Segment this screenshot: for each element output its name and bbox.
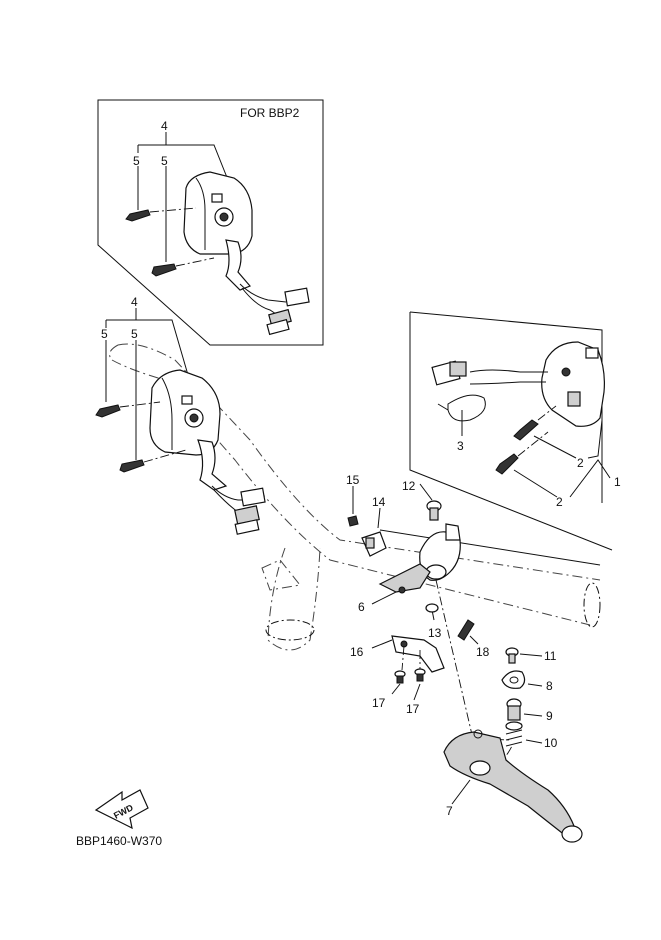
callout-10: 10 bbox=[544, 736, 558, 750]
adjuster-9 bbox=[506, 698, 522, 721]
wire-harness-inset bbox=[239, 283, 310, 336]
callout-2-upper: 2 bbox=[577, 456, 584, 470]
left-switch-assembly: 4 5 5 bbox=[95, 295, 266, 535]
screw-17-left bbox=[394, 670, 406, 684]
inset-panel: FOR BBP2 bbox=[97, 99, 324, 346]
handlebar-phantom bbox=[109, 343, 601, 651]
bracket-16 bbox=[391, 635, 445, 673]
lever-7 bbox=[443, 729, 583, 843]
callout-8: 8 bbox=[546, 679, 553, 693]
callout-14: 14 bbox=[372, 495, 386, 509]
callout-18: 18 bbox=[476, 645, 490, 659]
fwd-arrow: FWD bbox=[94, 789, 149, 830]
callout-15: 15 bbox=[346, 473, 360, 487]
callout-16: 16 bbox=[350, 645, 364, 659]
callout-7: 7 bbox=[446, 804, 453, 818]
bolt-15 bbox=[347, 515, 359, 527]
bolt-11 bbox=[505, 647, 519, 664]
callout-1: 1 bbox=[614, 475, 621, 489]
callout-17-left: 17 bbox=[372, 696, 386, 710]
lever-holder-6 bbox=[378, 563, 431, 594]
bolt-18 bbox=[457, 619, 475, 641]
callout-4-inset: 4 bbox=[161, 119, 168, 133]
switch-housing-inset bbox=[183, 171, 253, 291]
screw-inset-lower bbox=[151, 257, 215, 277]
callout-13: 13 bbox=[428, 626, 442, 640]
callout-3: 3 bbox=[457, 439, 464, 453]
callout-6: 6 bbox=[358, 600, 365, 614]
right-switch-panel: 1 2 2 3 bbox=[409, 311, 621, 551]
callout-12: 12 bbox=[402, 479, 416, 493]
callout-9: 9 bbox=[546, 709, 553, 723]
spring-10 bbox=[505, 721, 523, 747]
lever-perch bbox=[419, 523, 461, 581]
diagram-code: BBP1460-W370 bbox=[76, 834, 162, 848]
collar-13 bbox=[425, 603, 439, 613]
callout-2-lower: 2 bbox=[556, 495, 563, 509]
clutch-lever-assembly bbox=[443, 647, 583, 843]
callout-5-main-right: 5 bbox=[131, 327, 138, 341]
callout-4-main: 4 bbox=[131, 295, 138, 309]
screw-inset-upper bbox=[125, 207, 197, 222]
screw-right-upper bbox=[513, 405, 557, 441]
inset-title: FOR BBP2 bbox=[240, 106, 300, 120]
right-switch-housing bbox=[431, 341, 605, 427]
screw-right-lower bbox=[495, 431, 549, 475]
bolt-12 bbox=[426, 500, 442, 521]
callout-17-right: 17 bbox=[406, 702, 420, 716]
callout-11: 11 bbox=[544, 649, 557, 663]
clamp-14 bbox=[361, 531, 387, 557]
callout-5-inset-left: 5 bbox=[133, 154, 140, 168]
callout-5-inset-right: 5 bbox=[161, 154, 168, 168]
lever-bracket-assembly bbox=[347, 483, 601, 753]
screw-17-right bbox=[414, 668, 426, 682]
washer-8 bbox=[501, 670, 526, 689]
cable-tie bbox=[437, 394, 486, 422]
callout-5-main-left: 5 bbox=[101, 327, 108, 341]
